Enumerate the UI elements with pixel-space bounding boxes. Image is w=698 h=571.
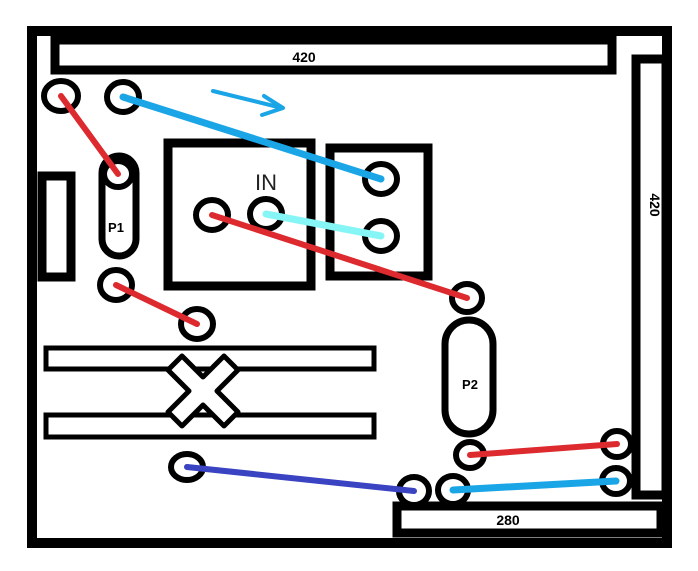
left-block: [37, 171, 76, 282]
input-box: [163, 138, 316, 291]
top-bar-label: 420: [292, 49, 316, 65]
pot-p1-label: P1: [108, 220, 124, 235]
top-bar-420: [50, 35, 617, 75]
wire-red-p2-right: [467, 441, 620, 458]
wire-darkblue: [184, 464, 417, 494]
arrow-icon: [211, 89, 285, 117]
wire-blue-bottom: [449, 477, 620, 494]
wire-cyan-in: [262, 210, 385, 240]
wire-blue-top: [119, 93, 385, 183]
right-bar-label: 420: [647, 193, 663, 217]
wire-red-in-to-p2: [209, 212, 470, 301]
wire-red-p1-top: [58, 93, 121, 177]
cross-mark: [165, 353, 241, 429]
pot-p2-label: P2: [462, 377, 478, 392]
pot-p2: [441, 316, 497, 438]
bottom-bar-label: 280: [496, 512, 520, 528]
input-label: IN: [255, 170, 277, 195]
bottom-bar-280: [392, 501, 666, 538]
board-outline: [27, 26, 672, 548]
right-bar-420: [631, 54, 671, 500]
lower-rail: [43, 412, 377, 440]
wire-red-p1-bottom: [113, 282, 200, 327]
upper-rail: [43, 345, 377, 372]
